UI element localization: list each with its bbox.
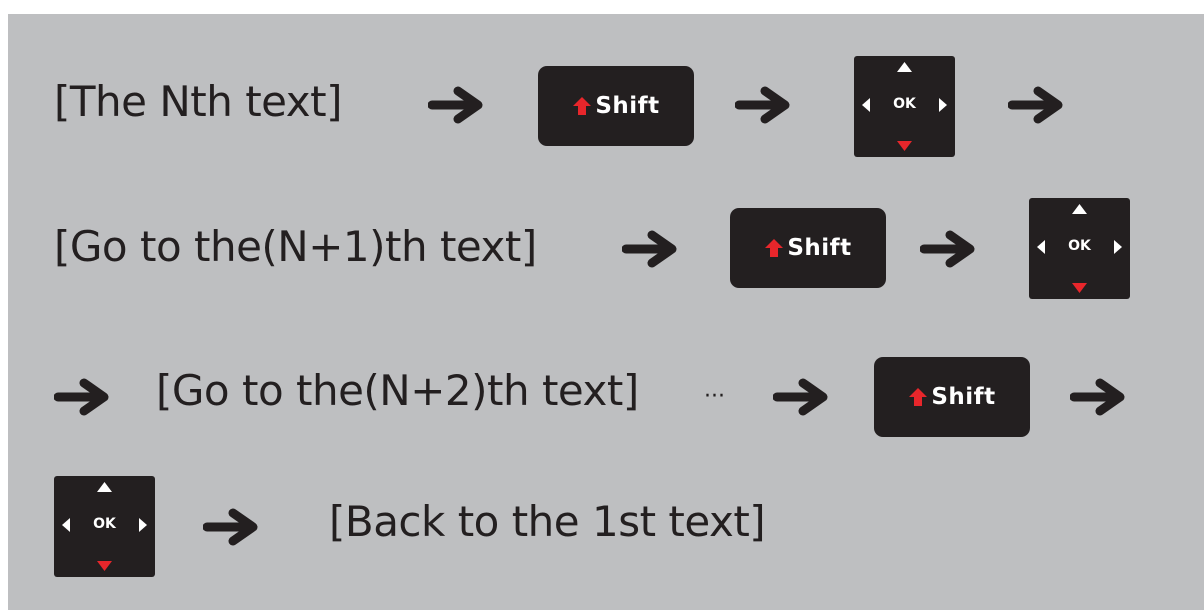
dpad-ok-label: OK bbox=[893, 96, 916, 112]
shift-key: Shift bbox=[538, 66, 694, 146]
shift-key-label: Shift bbox=[931, 384, 996, 410]
right-arrow-icon bbox=[54, 378, 109, 416]
dpad-down-icon bbox=[897, 141, 912, 151]
dpad-left-icon bbox=[862, 98, 870, 112]
shift-up-arrow-icon bbox=[573, 97, 592, 115]
dpad-left-icon bbox=[1037, 240, 1045, 254]
dpad-down-icon bbox=[97, 561, 112, 571]
continuation-ellipsis: ··· bbox=[704, 384, 725, 409]
dpad-up-icon bbox=[1072, 204, 1087, 214]
shift-key-label: Shift bbox=[787, 235, 852, 261]
step-text-nth: [The Nth text] bbox=[54, 77, 342, 126]
right-arrow-icon bbox=[773, 378, 828, 416]
dpad-right-icon bbox=[1114, 240, 1122, 254]
right-arrow-icon bbox=[622, 230, 677, 268]
right-arrow-icon bbox=[1070, 378, 1125, 416]
shift-key-label: Shift bbox=[595, 93, 660, 119]
right-arrow-icon bbox=[735, 86, 790, 124]
right-arrow-icon bbox=[1008, 86, 1063, 124]
dpad-ok-label: OK bbox=[1068, 238, 1091, 254]
dpad-ok-label: OK bbox=[93, 516, 116, 532]
shift-key: Shift bbox=[730, 208, 886, 288]
shift-up-arrow-icon bbox=[909, 388, 928, 406]
shift-up-arrow-icon bbox=[765, 239, 784, 257]
dpad-right-icon bbox=[939, 98, 947, 112]
dpad-right-icon bbox=[139, 518, 147, 532]
step-text-n-plus-1: [Go to the(N+1)th text] bbox=[54, 222, 537, 271]
step-text-n-plus-2: [Go to the(N+2)th text] bbox=[156, 366, 639, 415]
dpad-key: OK bbox=[54, 476, 155, 577]
right-arrow-icon bbox=[920, 230, 975, 268]
dpad-down-icon bbox=[1072, 283, 1087, 293]
dpad-key: OK bbox=[854, 56, 955, 157]
dpad-up-icon bbox=[97, 482, 112, 492]
dpad-key: OK bbox=[1029, 198, 1130, 299]
step-text-back-to-first: [Back to the 1st text] bbox=[329, 497, 766, 546]
dpad-up-icon bbox=[897, 62, 912, 72]
right-arrow-icon bbox=[203, 508, 258, 546]
right-arrow-icon bbox=[428, 86, 483, 124]
shift-key: Shift bbox=[874, 357, 1030, 437]
dpad-left-icon bbox=[62, 518, 70, 532]
